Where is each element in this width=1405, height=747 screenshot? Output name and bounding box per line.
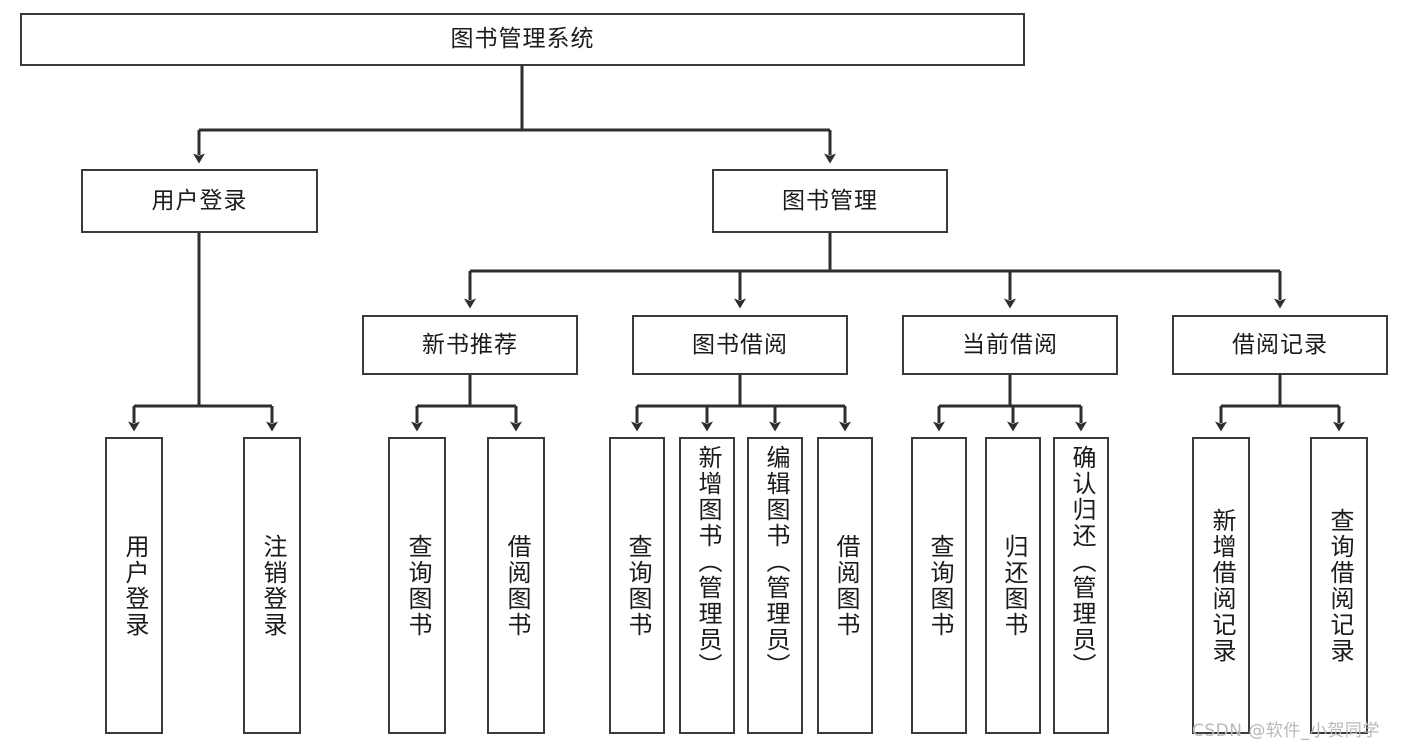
node-leaf-borrow-book-rec-label: 借阅图书 <box>502 533 531 638</box>
node-book-borrow-label: 图书借阅 <box>692 331 788 358</box>
node-leaf-user-login-label: 用户登录 <box>120 533 149 638</box>
node-leaf-query-record[interactable]: 查询借阅记录 <box>1310 437 1368 734</box>
node-user-login[interactable]: 用户登录 <box>81 169 318 233</box>
node-leaf-query-book-cur[interactable]: 查询图书 <box>911 437 967 734</box>
watermark-text: CSDN @软件_小贺同学 <box>1192 721 1380 741</box>
node-book-manage-label: 图书管理 <box>782 187 878 214</box>
node-root-label: 图书管理系统 <box>450 26 595 53</box>
node-book-manage[interactable]: 图书管理 <box>712 169 948 233</box>
node-leaf-edit-book[interactable]: 编辑图书（管理员） <box>747 437 803 734</box>
node-borrow-record-label: 借阅记录 <box>1232 331 1328 358</box>
node-leaf-return-book[interactable]: 归还图书 <box>985 437 1041 734</box>
node-leaf-add-record[interactable]: 新增借阅记录 <box>1192 437 1250 734</box>
node-leaf-query-book-rec-label: 查询图书 <box>403 533 432 638</box>
node-leaf-user-login[interactable]: 用户登录 <box>105 437 163 734</box>
node-user-login-label: 用户登录 <box>151 187 248 214</box>
node-leaf-borrow-book-rec[interactable]: 借阅图书 <box>487 437 545 734</box>
node-leaf-query-book-cur-label: 查询图书 <box>925 533 954 638</box>
node-leaf-user-logout-label: 注销登录 <box>258 533 287 638</box>
node-leaf-query-book-borrow-label: 查询图书 <box>623 533 652 638</box>
node-leaf-query-book-rec[interactable]: 查询图书 <box>388 437 446 734</box>
node-leaf-user-logout[interactable]: 注销登录 <box>243 437 301 734</box>
node-leaf-edit-book-label: 编辑图书（管理员） <box>761 445 790 679</box>
node-current-borrow-label: 当前借阅 <box>962 331 1058 358</box>
node-root[interactable]: 图书管理系统 <box>20 13 1025 66</box>
node-borrow-record[interactable]: 借阅记录 <box>1172 315 1388 375</box>
node-leaf-confirm-return[interactable]: 确认归还（管理员） <box>1053 437 1109 734</box>
node-leaf-borrow-book-label: 借阅图书 <box>831 533 860 638</box>
node-leaf-add-book-label: 新增图书（管理员） <box>693 445 722 679</box>
node-leaf-query-record-label: 查询借阅记录 <box>1325 507 1354 664</box>
node-leaf-add-book[interactable]: 新增图书（管理员） <box>679 437 735 734</box>
node-leaf-confirm-return-label: 确认归还（管理员） <box>1067 445 1096 679</box>
node-current-borrow[interactable]: 当前借阅 <box>902 315 1118 375</box>
node-leaf-return-book-label: 归还图书 <box>999 533 1028 638</box>
node-book-borrow[interactable]: 图书借阅 <box>632 315 848 375</box>
node-new-book-rec-label: 新书推荐 <box>422 331 518 358</box>
node-leaf-borrow-book[interactable]: 借阅图书 <box>817 437 873 734</box>
node-leaf-add-record-label: 新增借阅记录 <box>1207 507 1236 664</box>
node-leaf-query-book-borrow[interactable]: 查询图书 <box>609 437 665 734</box>
node-new-book-rec[interactable]: 新书推荐 <box>362 315 578 375</box>
